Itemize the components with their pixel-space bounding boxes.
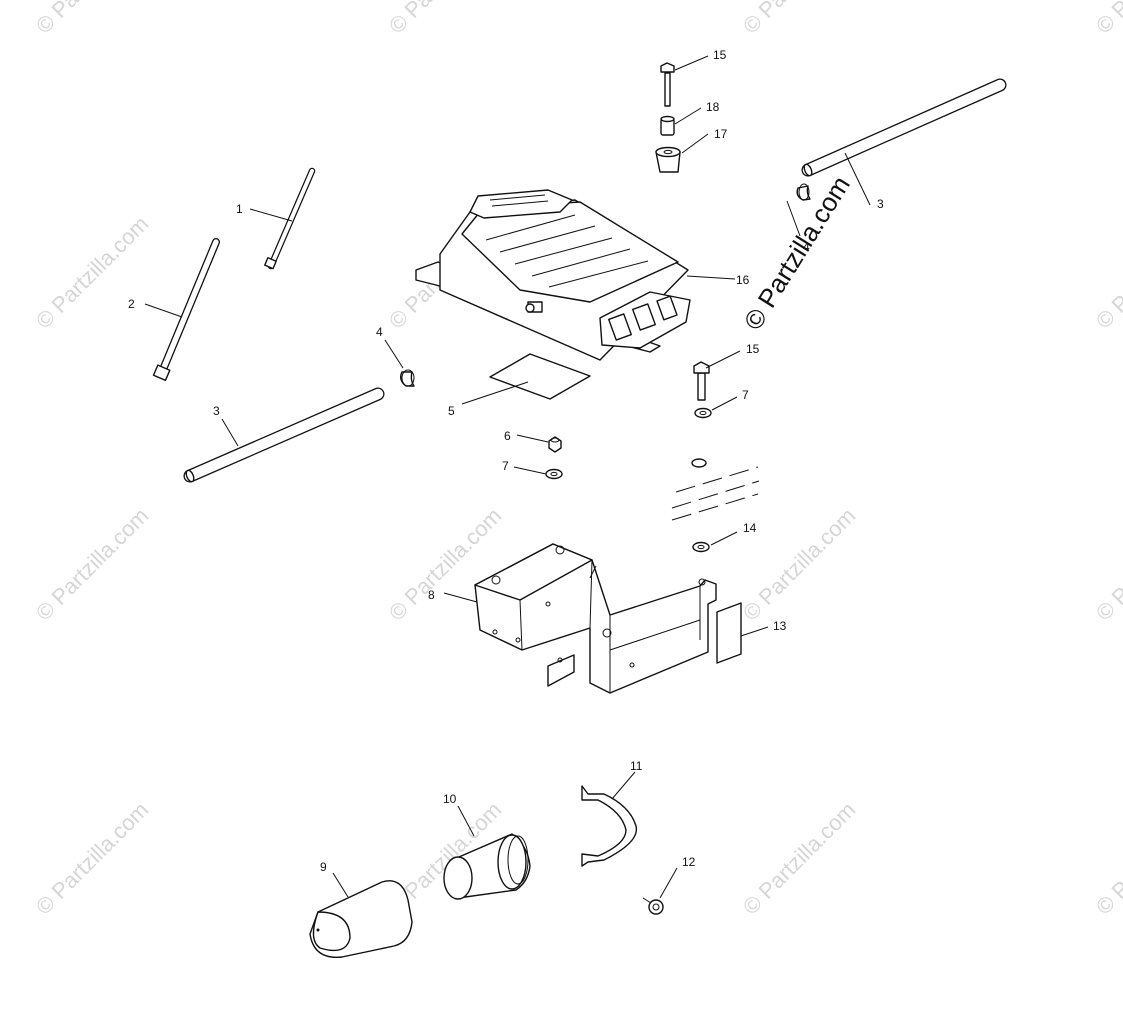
part-14-washer[interactable] (692, 541, 710, 553)
part-6-nut[interactable] (548, 436, 562, 453)
part-9-sleeve[interactable] (309, 880, 413, 958)
part-15-bolt-lower[interactable] (693, 361, 710, 401)
watermark: © Partzilla.com (384, 0, 507, 39)
part-5-pad[interactable] (489, 353, 591, 400)
callout-14: 14 (743, 521, 757, 535)
callout-5: 5 (448, 404, 455, 418)
watermark: © Partzilla.com (1091, 211, 1123, 334)
callout-10: 10 (443, 792, 457, 806)
callout-4: 4 (376, 325, 383, 339)
part-15-bolt-top[interactable] (660, 62, 675, 107)
watermark: © Partzilla.com (738, 0, 861, 39)
callout-labels: 1 2 3 3 4 4 5 6 7 7 8 9 10 11 12 13 14 1… (128, 48, 884, 874)
callout-16: 16 (736, 273, 750, 287)
watermark: © Partzilla.com (738, 797, 861, 920)
part-7-washer-left[interactable] (545, 468, 563, 480)
leader-lines (144, 55, 871, 899)
callout-17: 17 (714, 127, 728, 141)
watermark-prominent: © Partzilla.com (738, 171, 856, 335)
callout-7: 7 (502, 459, 509, 473)
callout-6: 6 (504, 429, 511, 443)
o-ring[interactable] (691, 458, 707, 468)
callout-15: 15 (746, 342, 760, 356)
part-2-rod[interactable] (152, 238, 220, 382)
part-7-washer-right[interactable] (694, 407, 712, 419)
part-13-label[interactable] (716, 602, 742, 664)
watermark-layer: © Partzilla.com © Partzilla.com © Partzi… (31, 0, 1123, 920)
watermark: © Partzilla.com (31, 211, 154, 334)
callout-13: 13 (773, 619, 787, 633)
callout-15: 15 (713, 48, 727, 62)
part-16-ecu-module[interactable] (415, 189, 691, 361)
callout-18: 18 (706, 100, 720, 114)
part-11-strap[interactable] (581, 785, 638, 867)
callout-12: 12 (682, 855, 696, 869)
part-4-clamp-right[interactable] (796, 183, 811, 201)
watermark: © Partzilla.com (1091, 0, 1123, 39)
part-3-tube-left[interactable] (183, 387, 385, 483)
watermark: © Partzilla.com (31, 0, 154, 39)
callout-9: 9 (320, 860, 327, 874)
callout-11: 11 (630, 759, 643, 773)
part-18-spacer[interactable] (660, 115, 675, 136)
callout-3: 3 (213, 404, 220, 418)
callout-7: 7 (742, 388, 749, 402)
watermark: © Partzilla.com (1091, 797, 1123, 920)
break-lines (671, 466, 760, 521)
watermark: © Partzilla.com (31, 797, 154, 920)
callout-1: 1 (236, 202, 243, 216)
part-4-clamp-left[interactable] (399, 369, 415, 387)
watermark: © Partzilla.com (1091, 503, 1123, 626)
part-10-cylinder[interactable] (443, 833, 531, 900)
part-12-screw[interactable] (642, 897, 664, 915)
part-8-bracket[interactable] (474, 543, 717, 694)
part-1-rod[interactable] (264, 167, 316, 270)
callout-3: 3 (877, 197, 884, 211)
callout-8: 8 (428, 588, 435, 602)
callout-2: 2 (128, 297, 135, 311)
part-3-tube-right[interactable] (801, 78, 1007, 177)
part-17-grommet[interactable] (655, 146, 681, 173)
callout-4: 4 (803, 240, 810, 254)
watermark: © Partzilla.com (31, 503, 154, 626)
